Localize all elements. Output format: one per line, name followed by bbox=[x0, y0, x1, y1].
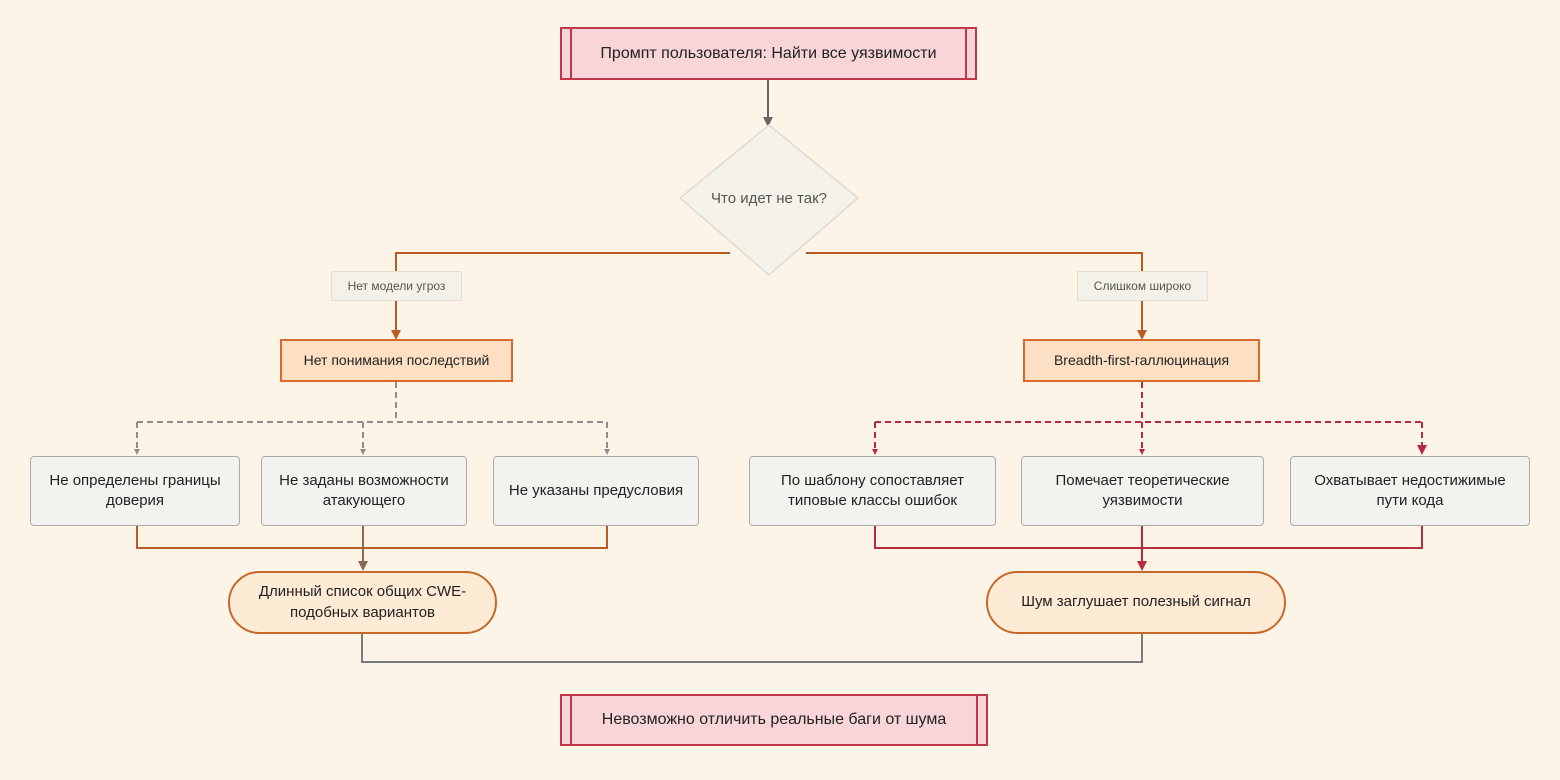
end-node-right-bar bbox=[976, 696, 978, 744]
end-node-label: Невозможно отличить реальные баги от шум… bbox=[601, 711, 947, 729]
right-effect-1: По шаблону сопоставляет типовые классы о… bbox=[749, 456, 996, 526]
end-node-left-bar bbox=[570, 696, 572, 744]
start-node-right-bar bbox=[965, 29, 967, 78]
start-node-label: Промпт пользователя: Найти все уязвимост… bbox=[600, 44, 937, 62]
right-cause-node: Breadth-first-галлюцинация bbox=[1023, 339, 1260, 382]
edge-label-right: Слишком широко bbox=[1077, 271, 1208, 301]
edge-label-left: Нет модели угроз bbox=[331, 271, 462, 301]
decision-node: Что идет не так? bbox=[678, 123, 860, 279]
left-cause-node: Нет понимания последствий bbox=[280, 339, 513, 382]
left-result-node: Длинный список общих CWE-подобных вариан… bbox=[228, 571, 497, 634]
end-node: Невозможно отличить реальные баги от шум… bbox=[560, 694, 988, 746]
right-result-node: Шум заглушает полезный сигнал bbox=[986, 571, 1286, 634]
decision-label: Что идет не так? bbox=[711, 189, 827, 207]
right-effect-2: Помечает теоретические уязвимости bbox=[1021, 456, 1264, 526]
start-node: Промпт пользователя: Найти все уязвимост… bbox=[560, 27, 977, 80]
edge-right-merge bbox=[874, 526, 1423, 549]
edge-left-merge bbox=[136, 526, 608, 549]
right-effect-3: Охватывает недостижимые пути кода bbox=[1290, 456, 1530, 526]
left-effect-1: Не определены границы доверия bbox=[30, 456, 240, 526]
left-effect-3: Не указаны предусловия bbox=[493, 456, 699, 526]
left-effect-2: Не заданы возможности атакующего bbox=[261, 456, 467, 526]
start-node-left-bar bbox=[570, 29, 572, 78]
edge-results-join bbox=[361, 634, 1143, 663]
decision-diamond-shape bbox=[678, 124, 860, 276]
